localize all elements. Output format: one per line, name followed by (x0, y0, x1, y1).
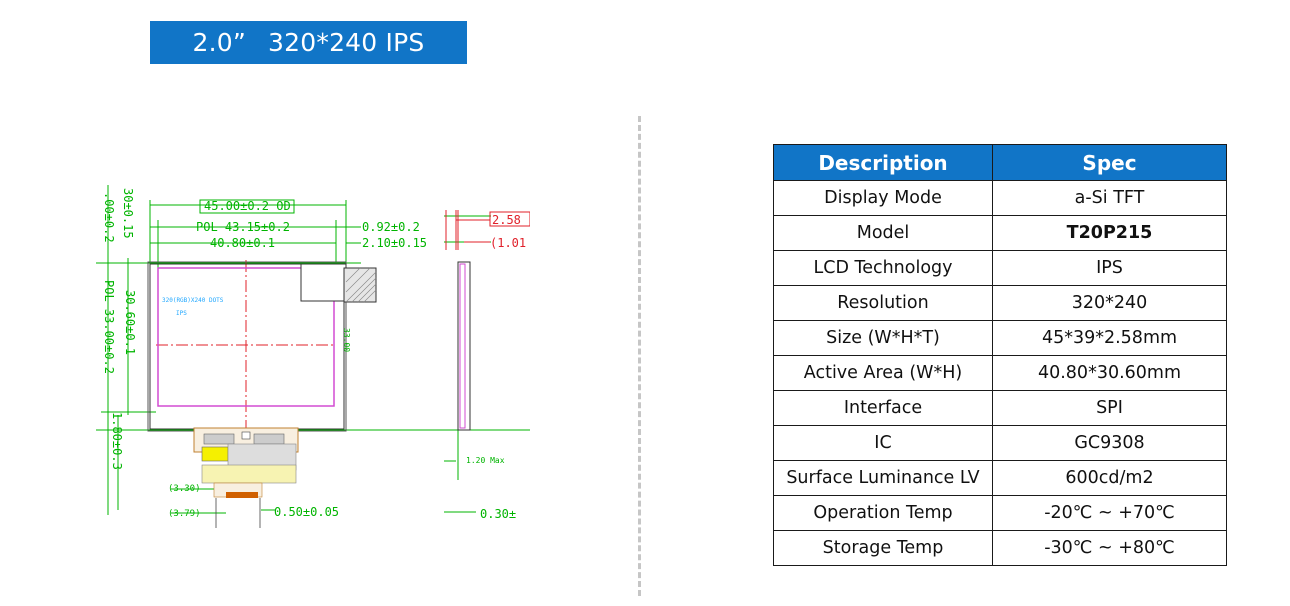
drawing-svg: 45.00±0.2 OD POL 43.15±0.2 40.80±0.1 0.9… (96, 185, 530, 528)
row-label: Surface Luminance LV (773, 460, 993, 496)
row-value: 40.80*30.60mm (992, 355, 1227, 391)
table-row: Resolution 320*240 (773, 285, 1227, 321)
display-resolution-type: 320*240 IPS (268, 28, 425, 57)
dim-od: 45.00±0.2 OD (204, 199, 291, 213)
dim-thickness-2: (1.01 (490, 236, 526, 250)
dim-aa-width: 40.80±0.1 (210, 236, 275, 250)
dim-pol-height: POL 33.00±0.2 (102, 280, 116, 374)
row-label: Size (W*H*T) (773, 320, 993, 356)
table-row: Size (W*H*T) 45*39*2.58mm (773, 320, 1227, 356)
row-value: T20P215 (992, 215, 1227, 251)
row-value: SPI (992, 390, 1227, 426)
mechanical-drawing: 45.00±0.2 OD POL 43.15±0.2 40.80±0.1 0.9… (96, 180, 530, 528)
header-description: Description (773, 144, 993, 181)
row-label: Model (773, 215, 993, 251)
table-row: Surface Luminance LV 600cd/m2 (773, 460, 1227, 496)
dim-r2: 2.10±0.15 (362, 236, 427, 250)
table-row: Operation Temp -20℃ ~ +70℃ (773, 495, 1227, 531)
row-label: Resolution (773, 285, 993, 321)
row-label: LCD Technology (773, 250, 993, 286)
table-row: IC GC9308 (773, 425, 1227, 461)
row-value: 600cd/m2 (992, 460, 1227, 496)
row-value: 320*240 (992, 285, 1227, 321)
title-banner: 2.0” 320*240 IPS (150, 21, 467, 64)
table-row: Model T20P215 (773, 215, 1227, 251)
dim-v-low: 1.80±0.3 (110, 412, 124, 470)
spec-table: Description Spec Display Mode a-Si TFT M… (773, 144, 1227, 566)
row-value: -30℃ ~ +80℃ (992, 530, 1227, 566)
dashed-divider (638, 116, 641, 596)
dim-r1: 0.92±0.2 (362, 220, 420, 234)
dim-f1: (3.30) (168, 484, 201, 494)
row-label: Storage Temp (773, 530, 993, 566)
dim-v1: 30±0.15 (121, 188, 135, 239)
table-header-row: Description Spec (773, 144, 1227, 181)
row-label: Display Mode (773, 180, 993, 216)
row-value: GC9308 (992, 425, 1227, 461)
table-row: Display Mode a-Si TFT (773, 180, 1227, 216)
dim-thickness: 2.58 (492, 213, 521, 227)
row-value: -20℃ ~ +70℃ (992, 495, 1227, 531)
row-value: IPS (992, 250, 1227, 286)
row-label: Interface (773, 390, 993, 426)
dim-v-inner: 33.00 (342, 328, 351, 352)
table-row: LCD Technology IPS (773, 250, 1227, 286)
header-spec: Spec (992, 144, 1227, 181)
dim-side-max: 1.20 Max (466, 456, 505, 465)
row-label: IC (773, 425, 993, 461)
dim-aa-height: 30.60±0.1 (123, 290, 137, 355)
table-row: Storage Temp -30℃ ~ +80℃ (773, 530, 1227, 566)
row-label: Active Area (W*H) (773, 355, 993, 391)
dim-pol-width: POL 43.15±0.2 (196, 220, 290, 234)
row-value: a-Si TFT (992, 180, 1227, 216)
row-value: 45*39*2.58mm (992, 320, 1227, 356)
table-row: Interface SPI (773, 390, 1227, 426)
dim-b2: 0.30± (480, 507, 516, 521)
dim-v2: .00±0.2 (102, 192, 116, 243)
row-label: Operation Temp (773, 495, 993, 531)
dim-f2: (3.79) (168, 509, 201, 519)
display-size: 2.0” (192, 28, 247, 57)
annotation-type: IPS (176, 310, 187, 317)
table-row: Active Area (W*H) 40.80*30.60mm (773, 355, 1227, 391)
annotation-dots: 320(RGB)X240 DOTS (162, 297, 224, 304)
dim-b1: 0.50±0.05 (274, 505, 339, 519)
